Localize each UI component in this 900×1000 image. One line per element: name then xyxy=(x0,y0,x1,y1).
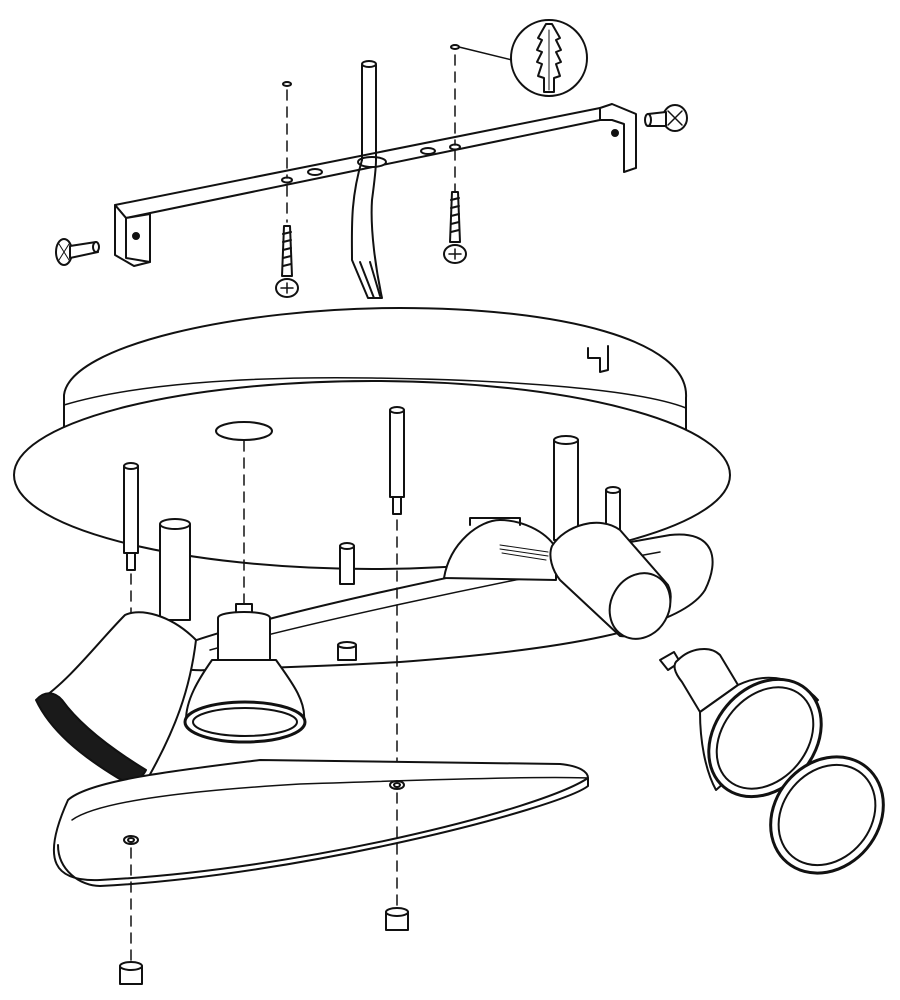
cap-nut-right xyxy=(385,907,409,931)
supply-cable xyxy=(350,60,383,299)
guide-mark xyxy=(450,44,460,50)
canopy-plate xyxy=(13,307,731,570)
mounting-bracket xyxy=(114,103,637,267)
bracket-slot xyxy=(420,147,436,155)
side-screw-right xyxy=(644,104,688,132)
assembly-guide-lines xyxy=(130,792,398,961)
canopy-base-disc xyxy=(13,380,731,570)
canopy-center-hole xyxy=(215,421,273,441)
gu10-bulb-rear xyxy=(443,517,557,581)
assembly-guide-lines xyxy=(286,54,456,223)
cover-plate xyxy=(52,759,589,887)
wall-plug-detail xyxy=(510,19,588,97)
side-screw-left xyxy=(55,238,100,266)
spot-head-opening xyxy=(608,572,672,640)
bracket-slot xyxy=(307,168,323,176)
bracket-center-hole xyxy=(357,156,387,168)
cap-nut-left xyxy=(119,961,143,985)
spot-head-right xyxy=(549,521,672,640)
spot-head-left xyxy=(35,518,197,783)
lens-ring xyxy=(769,755,885,875)
gu10-bulb-center xyxy=(183,603,307,744)
gu10-bulb-exploded xyxy=(659,648,823,799)
screw-right xyxy=(443,191,467,264)
screw-left xyxy=(275,225,299,298)
guide-mark xyxy=(282,81,292,87)
